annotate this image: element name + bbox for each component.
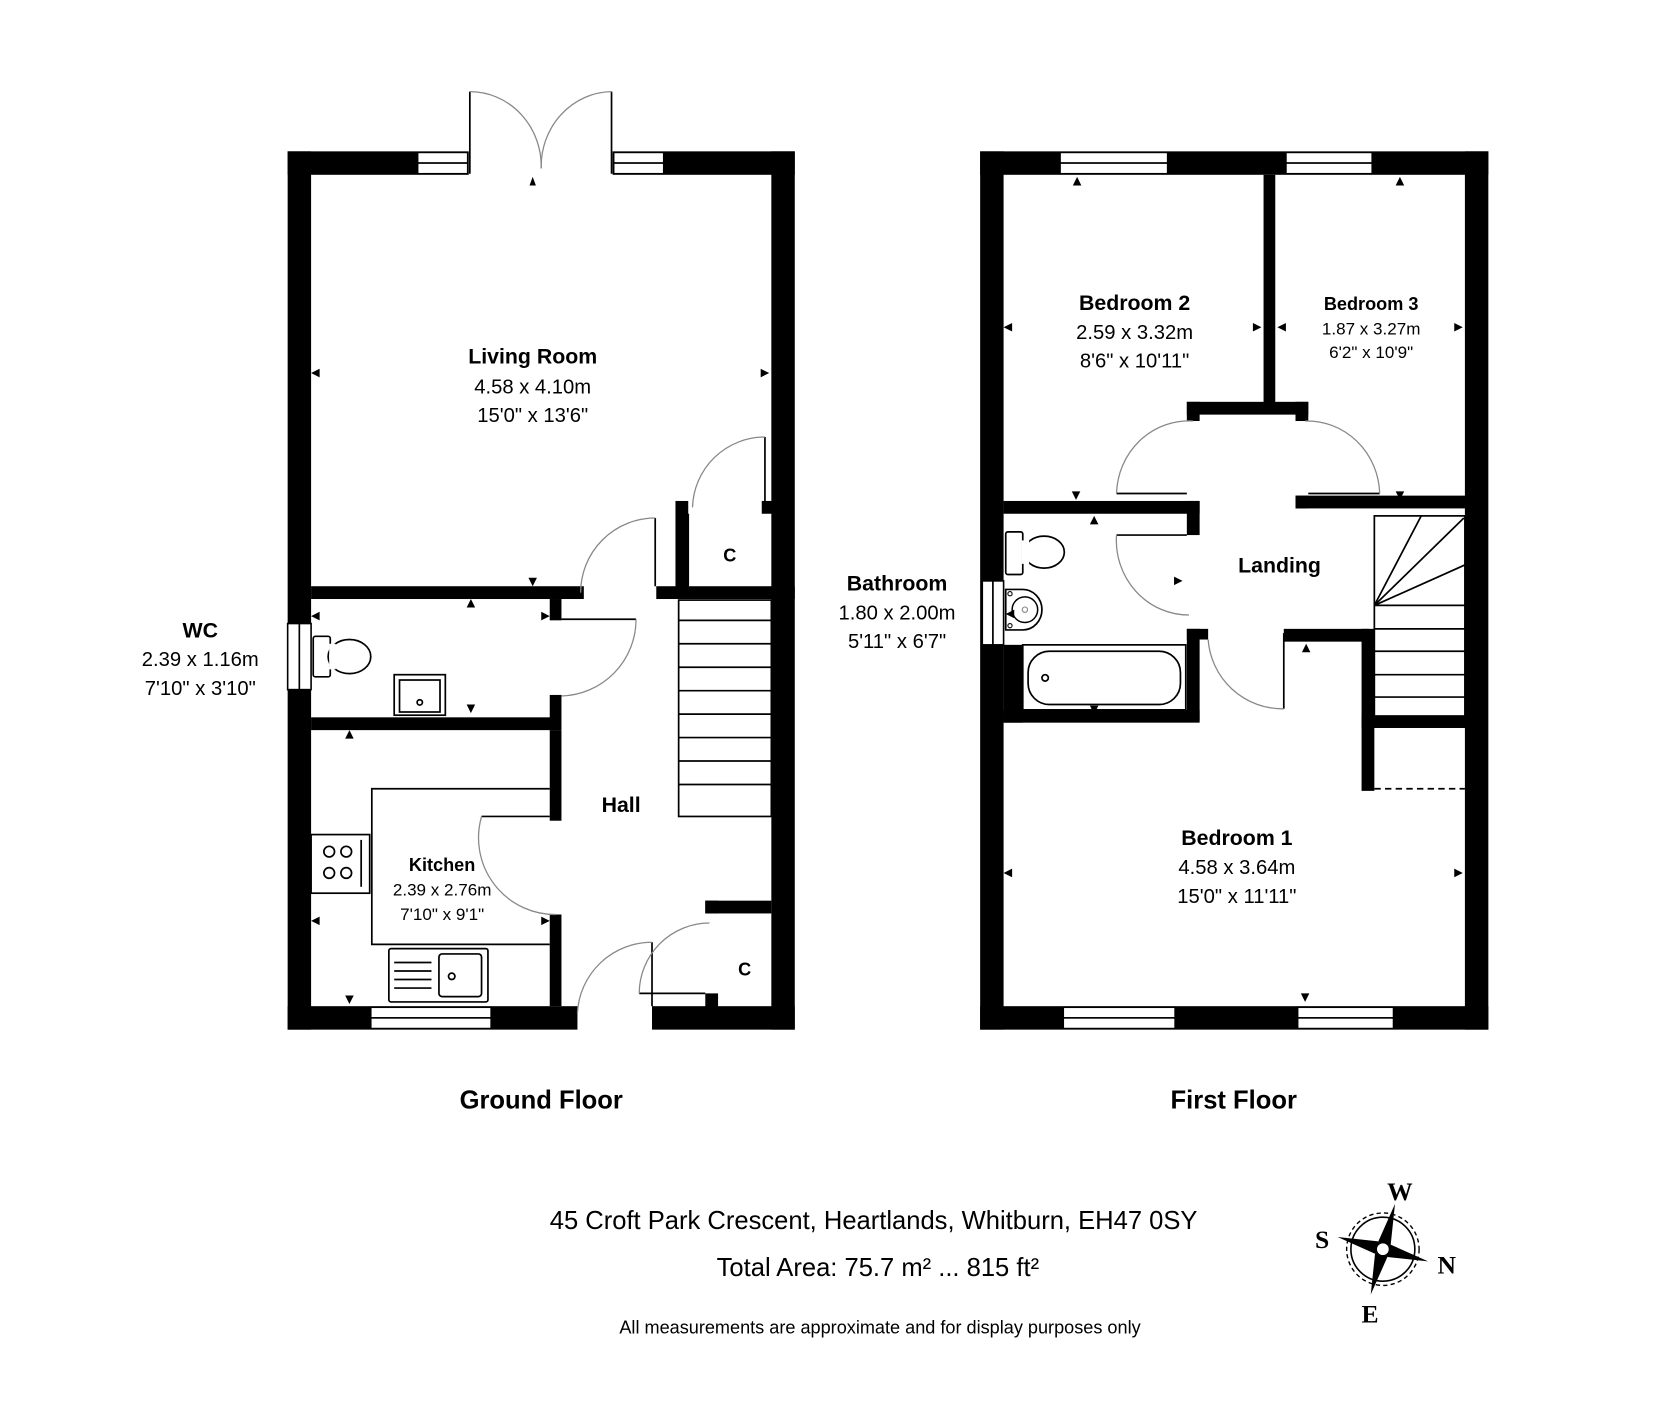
total-area: Total Area: 75.7 m² ... 815 ft² — [717, 1254, 1040, 1282]
first-floor-plan: Bedroom 2 2.59 x 3.32m 8'6" x 10'11" Bed… — [839, 151, 1489, 1115]
door — [1115, 420, 1194, 495]
room-dim-metric: 2.39 x 2.76m — [393, 880, 492, 899]
door — [1115, 534, 1189, 616]
room-dim-imperial: 7'10" x 3'10" — [145, 678, 256, 700]
door — [1207, 633, 1285, 710]
measurement-arrows — [311, 176, 770, 1005]
room-name-cupboard: C — [738, 959, 751, 979]
room-dim-metric: 4.58 x 4.10m — [474, 376, 591, 398]
door — [477, 815, 557, 916]
room-name-living-room: Living Room — [468, 344, 597, 368]
staircase — [1373, 515, 1466, 718]
room-name-hall: Hall — [602, 793, 641, 817]
disclaimer: All measurements are approximate and for… — [619, 1317, 1141, 1337]
ground-floor-plan: Living Room 4.58 x 4.10m 15'0" x 13'6" W… — [142, 91, 795, 1115]
window — [1296, 1006, 1395, 1030]
room-dim-imperial: 8'6" x 10'11" — [1080, 351, 1189, 373]
door — [561, 618, 637, 697]
compass-e: E — [1362, 1300, 1379, 1329]
basin-icon — [393, 673, 447, 717]
property-address: 45 Croft Park Crescent, Heartlands, Whit… — [550, 1207, 1198, 1235]
floor-label-ground: Ground Floor — [460, 1086, 623, 1114]
room-name-landing: Landing — [1238, 553, 1321, 577]
room-dim-metric: 2.39 x 1.16m — [142, 649, 259, 671]
toilet-icon — [312, 635, 372, 678]
measurement-arrows — [1003, 176, 1463, 1002]
window — [416, 151, 469, 175]
compass-icon: W S N E — [1315, 1177, 1457, 1329]
staircase — [677, 599, 773, 818]
room-dim-metric: 1.80 x 2.00m — [839, 602, 956, 624]
room-dim-metric: 2.59 x 3.32m — [1076, 322, 1193, 344]
room-dim-metric: 1.87 x 3.27m — [1322, 320, 1421, 339]
door — [1305, 420, 1381, 495]
room-name-cupboard: C — [723, 546, 736, 566]
room-name-bedroom-2: Bedroom 2 — [1079, 291, 1190, 315]
door — [691, 436, 766, 508]
french-doors — [468, 91, 613, 174]
window — [981, 580, 1005, 646]
basin-icon — [1004, 588, 1043, 631]
window — [1059, 151, 1169, 175]
room-dim-imperial: 7'10" x 9'1" — [400, 905, 484, 924]
compass-n: N — [1438, 1251, 1457, 1280]
room-name-bedroom-3: Bedroom 3 — [1324, 294, 1419, 314]
sink-icon — [388, 947, 489, 1003]
bath-icon — [1021, 643, 1187, 711]
room-dim-imperial: 15'0" x 13'6" — [477, 405, 588, 427]
floor-label-first: First Floor — [1171, 1086, 1297, 1114]
footer: 45 Croft Park Crescent, Heartlands, Whit… — [550, 1207, 1198, 1337]
door — [579, 517, 657, 593]
room-name-wc: WC — [183, 618, 218, 642]
room-dim-imperial: 5'11" x 6'7" — [848, 631, 946, 653]
room-name-bedroom-1: Bedroom 1 — [1181, 826, 1292, 850]
window — [612, 151, 665, 175]
window — [286, 622, 312, 691]
hob-icon — [310, 833, 371, 895]
window — [1062, 1006, 1176, 1030]
toilet-icon — [1004, 531, 1066, 576]
window — [1285, 151, 1374, 175]
room-dim-imperial: 15'0" x 11'11" — [1177, 886, 1296, 908]
room-name-kitchen: Kitchen — [409, 855, 475, 875]
room-dim-metric: 4.58 x 3.64m — [1178, 857, 1295, 879]
window — [369, 1006, 492, 1030]
door — [576, 922, 710, 1013]
room-name-bathroom: Bathroom — [847, 571, 948, 595]
compass-s: S — [1315, 1225, 1329, 1254]
room-dim-imperial: 6'2" x 10'9" — [1329, 343, 1413, 362]
compass-w: W — [1387, 1177, 1413, 1206]
